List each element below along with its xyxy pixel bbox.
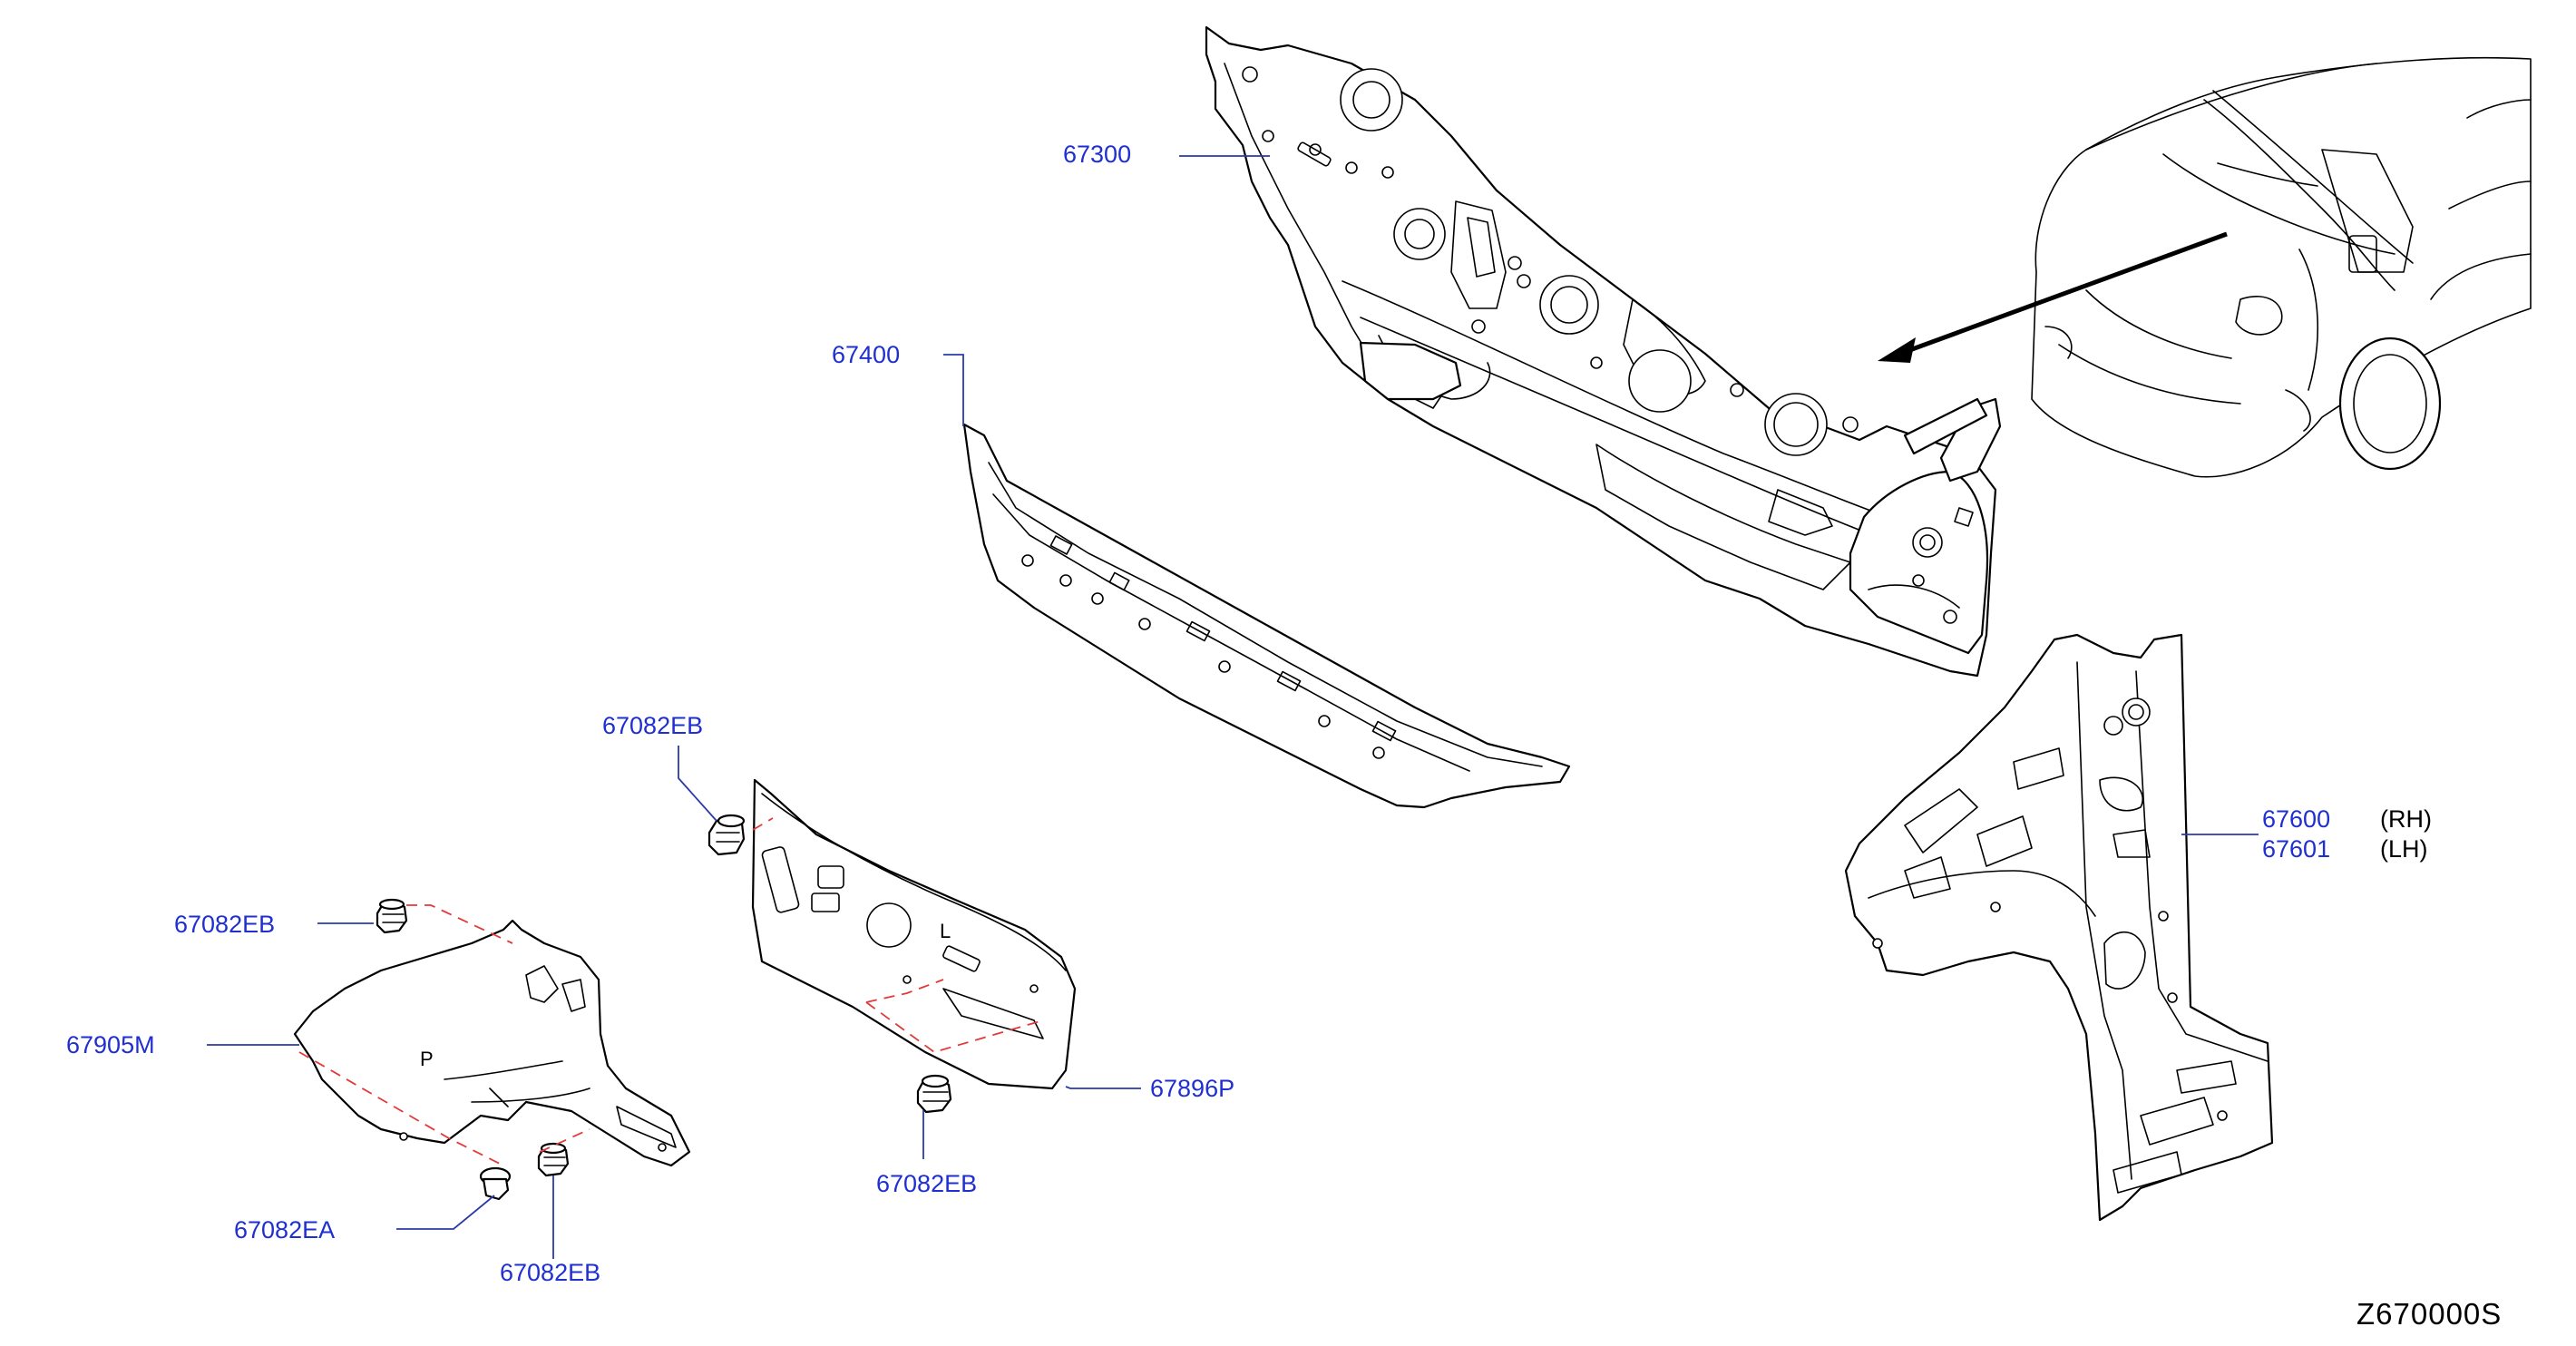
clip-67082EA <box>479 1166 512 1201</box>
dash-panel-67300 <box>1205 25 2002 678</box>
callout-67905m: 67905M <box>66 1031 155 1058</box>
callout-67600: 67600 <box>2262 805 2331 833</box>
vehicle-location-inset <box>1878 56 2532 478</box>
cowl-member-67400 <box>962 423 1571 809</box>
callout-67082eb-upper-center: 67082EB <box>602 712 704 739</box>
diagram-code: Z670000S <box>2356 1297 2503 1331</box>
clip-67082EB-lower-left <box>537 1142 570 1177</box>
callout-67400: 67400 <box>832 341 901 368</box>
clip-67082EB-upper-center <box>707 814 746 856</box>
embossed-letter-l: L <box>940 920 951 942</box>
callout-67082eb-lower-left: 67082EB <box>500 1259 601 1286</box>
front-pillar-67600 <box>1844 633 2274 1222</box>
callout-67082eb-lower-center: 67082EB <box>876 1170 978 1197</box>
callout-67082ea: 67082EA <box>234 1216 336 1244</box>
dash-insulator-67905M <box>293 919 691 1167</box>
side-lh: (LH) <box>2380 835 2428 863</box>
fastener-guides <box>298 817 1044 1166</box>
callout-67082eb-upper-left: 67082EB <box>174 911 276 938</box>
clip-67082EB-upper-left <box>376 898 408 934</box>
leader-lines <box>207 155 2259 1259</box>
callout-67601: 67601 <box>2262 835 2331 863</box>
callout-67300: 67300 <box>1063 141 1132 168</box>
side-rh: (RH) <box>2380 805 2432 833</box>
embossed-letter-p: P <box>420 1048 434 1070</box>
callout-67896p: 67896P <box>1150 1075 1235 1102</box>
dash-insulator-67896P <box>751 778 1077 1090</box>
clip-67082EB-lower-center <box>916 1074 952 1114</box>
